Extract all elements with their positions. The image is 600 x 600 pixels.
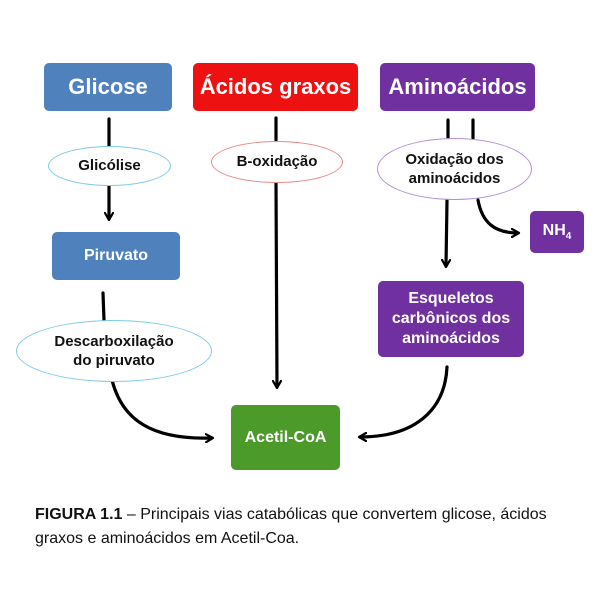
esqueletos-line-3: aminoácidos	[402, 330, 500, 347]
arrow-oxidacao-nh4	[476, 198, 518, 233]
descarboxilacao-oval: Descarboxilação do piruvato	[16, 320, 212, 382]
esqueletos-line-2: carbônicos dos	[391, 310, 511, 327]
acetil-coa-label: Acetil-CoA	[244, 428, 327, 446]
glicose-box: Glicose	[44, 63, 172, 111]
nh4-label: NH4	[543, 221, 572, 244]
esqueletos-box: Esqueletos carbônicos dos aminoácidos	[378, 281, 524, 357]
arrow-boxidacao-acetilcoa	[276, 181, 277, 387]
descarboxilacao-line-1: Descarboxilação	[54, 332, 174, 350]
glicolise-oval: Glicólise	[48, 146, 171, 186]
glicolise-label: Glicólise	[78, 157, 141, 175]
figure-label: FIGURA 1.1	[35, 506, 123, 523]
arrow-descarboxilacao-acetilcoa	[110, 378, 212, 438]
oxidacao-aminoacidos-oval: Oxidação dos aminoácidos	[377, 138, 532, 200]
b-oxidacao-oval: B-oxidação	[211, 141, 343, 183]
acetil-coa-box: Acetil-CoA	[231, 405, 340, 470]
b-oxidacao-label: B-oxidação	[236, 153, 318, 171]
descarboxilacao-line-2: do piruvato	[73, 352, 155, 369]
arrow-oxidacao-esqueletos	[446, 198, 447, 266]
esqueletos-label: Esqueletos carbônicos dos aminoácidos	[392, 289, 510, 349]
glicose-label: Glicose	[68, 74, 148, 100]
esqueletos-line-1: Esqueletos	[408, 290, 494, 307]
piruvato-box: Piruvato	[52, 232, 180, 280]
connector-piruvato-descarboxilacao	[101, 291, 106, 322]
oxidacao-line-2: aminoácidos	[408, 170, 501, 187]
oxidacao-aminoacidos-label: Oxidação dos aminoácidos	[405, 150, 503, 189]
acidos-graxos-label: Ácidos graxos	[199, 74, 352, 100]
nh4-subscript: 4	[565, 230, 572, 242]
nh4-box: NH4	[530, 211, 584, 253]
nh4-base: NH	[542, 221, 566, 239]
aminoacidos-box: Aminoácidos	[380, 63, 535, 111]
descarboxilacao-label: Descarboxilação do piruvato	[54, 332, 173, 371]
acidos-graxos-box: Ácidos graxos	[193, 63, 358, 111]
oxidacao-line-1: Oxidação dos	[405, 150, 504, 168]
aminoacidos-label: Aminoácidos	[388, 74, 527, 100]
figure-caption: FIGURA 1.1 – Principais vias catabólicas…	[35, 503, 565, 551]
caption-text: – Principais vias catabólicas que conver…	[35, 506, 547, 547]
piruvato-label: Piruvato	[83, 247, 148, 264]
arrow-esqueletos-acetilcoa	[360, 365, 449, 437]
